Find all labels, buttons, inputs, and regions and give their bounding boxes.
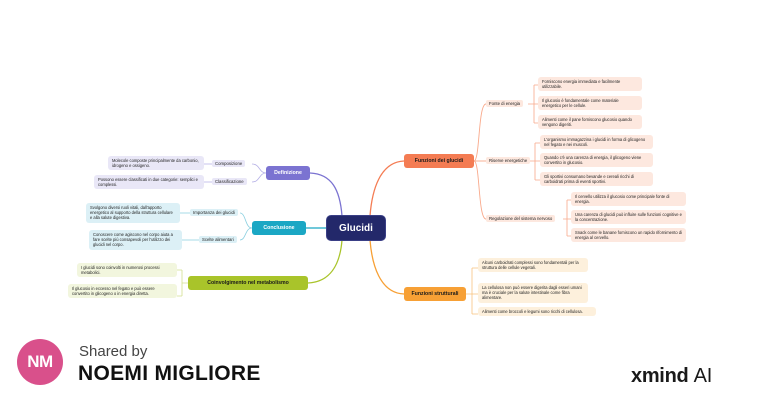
avatar: NM: [17, 339, 63, 385]
leaf-note[interactable]: La cellulosa non può essere digerita dag…: [478, 283, 588, 303]
leaf-note[interactable]: L'organismo immagazzina i glucidi in for…: [540, 135, 653, 150]
topic-funzioni-strutturali[interactable]: Funzioni strutturali: [404, 287, 466, 301]
topic-coinvolgimento-nel-metabolismo[interactable]: Coinvolgimento nel metabolismo: [188, 276, 308, 290]
subtopic-riserve-energetiche[interactable]: Riserve energetiche: [486, 157, 531, 164]
topic-definizione[interactable]: Definizione: [266, 166, 310, 180]
leaf-note[interactable]: Possono essere classificati in due categ…: [94, 175, 204, 190]
leaf-note[interactable]: Alimenti come il pane forniscono glucosi…: [538, 115, 642, 130]
subtopic-classificazione[interactable]: Classificazione: [212, 178, 247, 185]
shared-by-label: Shared by: [79, 343, 148, 360]
leaf-note[interactable]: Il glucosio in eccesso nel fegato e può …: [68, 284, 177, 299]
topic-funzioni-dei-glucidi[interactable]: Funzioni dei glucidi: [404, 154, 474, 168]
leaf-note[interactable]: Molecole composte principalmente da carb…: [108, 156, 204, 171]
subtopic-fonte-di-energia[interactable]: Fonte di energia: [486, 100, 524, 107]
xmind-ai-logo: xmind AI: [631, 365, 712, 388]
leaf-note[interactable]: Snack come le banane forniscono un rapid…: [571, 228, 686, 243]
leaf-note[interactable]: Svolgono diversi ruoli vitali, dall'appo…: [86, 203, 180, 223]
leaf-note[interactable]: Alcuni carboidrati complessi sono fondam…: [478, 258, 588, 273]
subtopic-composizione[interactable]: Composizione: [212, 160, 246, 167]
leaf-note[interactable]: Conoscere come agiscono nel corpo aiuta …: [89, 230, 182, 250]
brand-suffix: AI: [693, 365, 713, 387]
leaf-note[interactable]: Il cervello utilizza il glucosio come pr…: [571, 192, 686, 207]
leaf-note[interactable]: Forniscono energia immediata e facilment…: [538, 77, 642, 92]
leaf-note[interactable]: I glucidi sono coinvolti in numerosi pro…: [77, 263, 177, 278]
leaf-note[interactable]: Una carenza di glucidi può influire sull…: [571, 210, 686, 225]
subtopic-importanza-dei-glucidi[interactable]: Importanza dei glucidi: [190, 209, 238, 216]
leaf-note[interactable]: Gli sportivi consumano bevande e cereali…: [540, 172, 653, 187]
subtopic-scelte-alimentari[interactable]: Scelte alimentari: [199, 236, 237, 243]
leaf-note[interactable]: Quando c'è una carenza di energia, il gl…: [540, 153, 653, 168]
leaf-note[interactable]: Il glucosio è fondamentale come material…: [538, 96, 642, 111]
root-topic-glucidi[interactable]: Glucidi: [327, 216, 385, 240]
leaf-note[interactable]: Alimenti come broccoli e legumi sono ric…: [478, 307, 596, 317]
brand-name: xmind: [631, 365, 689, 387]
topic-conclusione[interactable]: Conclusione: [252, 221, 306, 235]
subtopic-regolazione-sistema-nervoso[interactable]: Regolazione del sistema nervoso: [486, 215, 556, 222]
shared-by-name: NOEMI MIGLIORE: [78, 362, 261, 385]
